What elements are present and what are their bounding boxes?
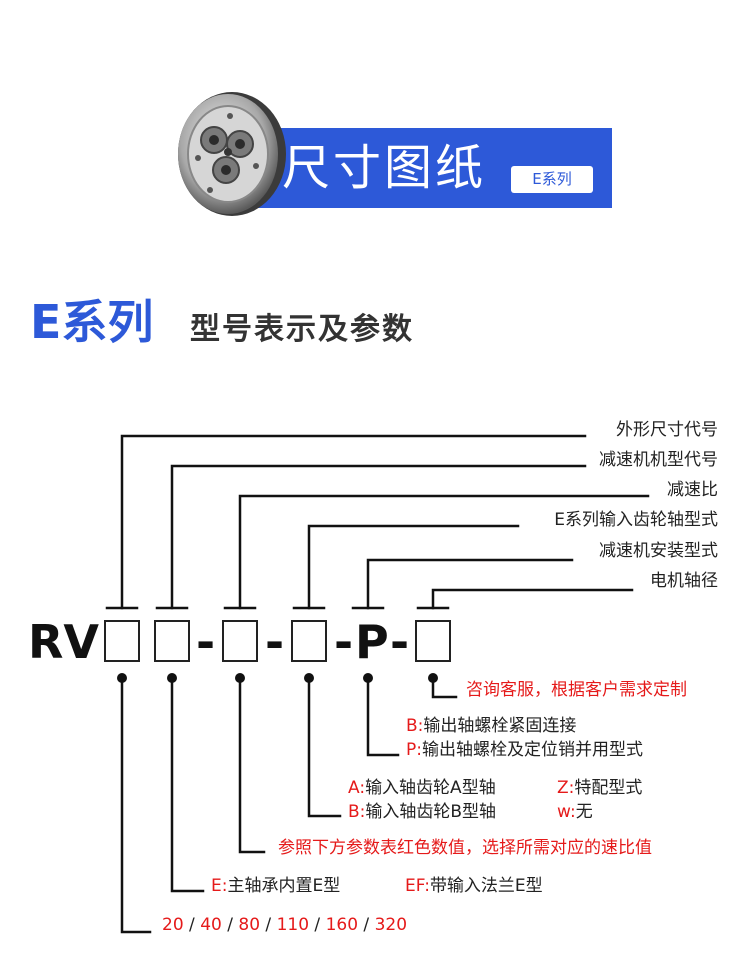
size-2: 80 (238, 915, 261, 935)
note-type-ef-text: 带输入法兰E型 (429, 876, 543, 896)
connector-top-mount (366, 558, 574, 610)
note-gear-w: w:无 (557, 802, 593, 822)
dot-type (167, 673, 177, 683)
series-badge: E系列 (511, 166, 593, 193)
dot-gear (304, 673, 314, 683)
code-box-motor (415, 620, 451, 662)
note-mount-b-key: B: (406, 716, 424, 736)
code-box-size (104, 620, 140, 662)
connector-bottom-ratio (238, 676, 266, 854)
code-sep-1: - (196, 615, 216, 669)
size-1: 40 (200, 915, 222, 935)
note-mount-p-text: 输出轴螺栓及定位销并用型式 (421, 740, 643, 760)
code-sep-4: - (390, 615, 410, 669)
dot-mount (363, 673, 373, 683)
section-subtitle: 型号表示及参数 (190, 312, 414, 347)
code-box-gear (291, 620, 327, 662)
connector-top-type (170, 464, 587, 610)
size-4: 160 (325, 915, 359, 935)
note-gear-b: B:输入轴齿轮B型轴 (348, 802, 496, 822)
note-mount-b: B:输出轴螺栓紧固连接 (406, 716, 576, 736)
connector-top-motor (431, 588, 634, 610)
size-0: 20 (162, 915, 184, 935)
size-sep: / (358, 915, 375, 935)
note-gear-b-key: B: (348, 802, 366, 822)
note-type-e: E:主轴承内置E型 (211, 876, 340, 896)
label-motor-shaft: 电机轴径 (650, 571, 718, 591)
code-box-ratio (222, 620, 258, 662)
label-mount-type: 减速机安装型式 (599, 541, 718, 561)
rv-reducer-gear-icon (178, 92, 286, 216)
label-gear-type: E系列输入齿轮轴型式 (554, 510, 718, 530)
connector-bottom-motor (431, 676, 458, 699)
connector-bottom-mount (366, 676, 400, 757)
note-gear-a-key: A: (348, 778, 366, 798)
size-sep: / (260, 915, 277, 935)
size-sep: / (221, 915, 239, 935)
note-mount-p: P:输出轴螺栓及定位销并用型式 (406, 740, 643, 760)
note-motor-shaft: 咨询客服，根据客户需求定制 (466, 680, 687, 700)
note-gear-b-text: 输入轴齿轮B型轴 (365, 802, 497, 822)
label-type-code: 减速机机型代号 (599, 450, 718, 470)
code-sep-2: - (265, 615, 285, 669)
note-ratio: 参照下方参数表红色数值，选择所需对应的速比值 (278, 838, 652, 858)
note-gear-a: A:输入轴齿轮A型轴 (348, 778, 496, 798)
note-gear-a-text: 输入轴齿轮A型轴 (365, 778, 496, 798)
note-type-e-text: 主轴承内置E型 (227, 876, 341, 896)
size-sep: / (309, 915, 326, 935)
connector-bottom-size (120, 676, 152, 934)
code-prefix: RV (28, 615, 100, 669)
note-gear-w-text: 无 (575, 802, 593, 822)
note-sizes: 20 / 40 / 80 / 110 / 160 / 320 (162, 915, 407, 935)
note-type-ef: EF:带输入法兰E型 (405, 876, 543, 896)
note-gear-w-key: w: (557, 802, 576, 822)
note-gear-z-key: Z: (557, 778, 575, 798)
note-gear-z-text: 特配型式 (574, 778, 643, 798)
label-ratio: 减速比 (667, 480, 718, 500)
connector-top-size (120, 434, 587, 610)
dot-ratio (235, 673, 245, 683)
section-title-series: E系列 (30, 295, 154, 349)
code-sep-3: - (334, 615, 354, 669)
dot-motor (428, 673, 438, 683)
code-box-type (154, 620, 190, 662)
note-type-e-key: E: (211, 876, 228, 896)
note-mount-b-text: 输出轴螺栓紧固连接 (423, 716, 577, 736)
connector-bottom-type (170, 676, 205, 893)
note-type-ef-key: EF: (405, 876, 430, 896)
label-size-code: 外形尺寸代号 (616, 420, 718, 440)
size-3: 110 (276, 915, 310, 935)
page-title: 尺寸图纸 (282, 140, 487, 196)
size-sep: / (183, 915, 201, 935)
note-mount-p-key: P: (406, 740, 422, 760)
connector-top-ratio (238, 494, 650, 610)
size-5: 320 (374, 915, 408, 935)
connector-bottom-gear (307, 676, 342, 818)
dot-size (117, 673, 127, 683)
note-gear-z: Z:特配型式 (557, 778, 642, 798)
connector-top-gear (307, 524, 520, 610)
code-fixed-letter: P (355, 615, 389, 669)
